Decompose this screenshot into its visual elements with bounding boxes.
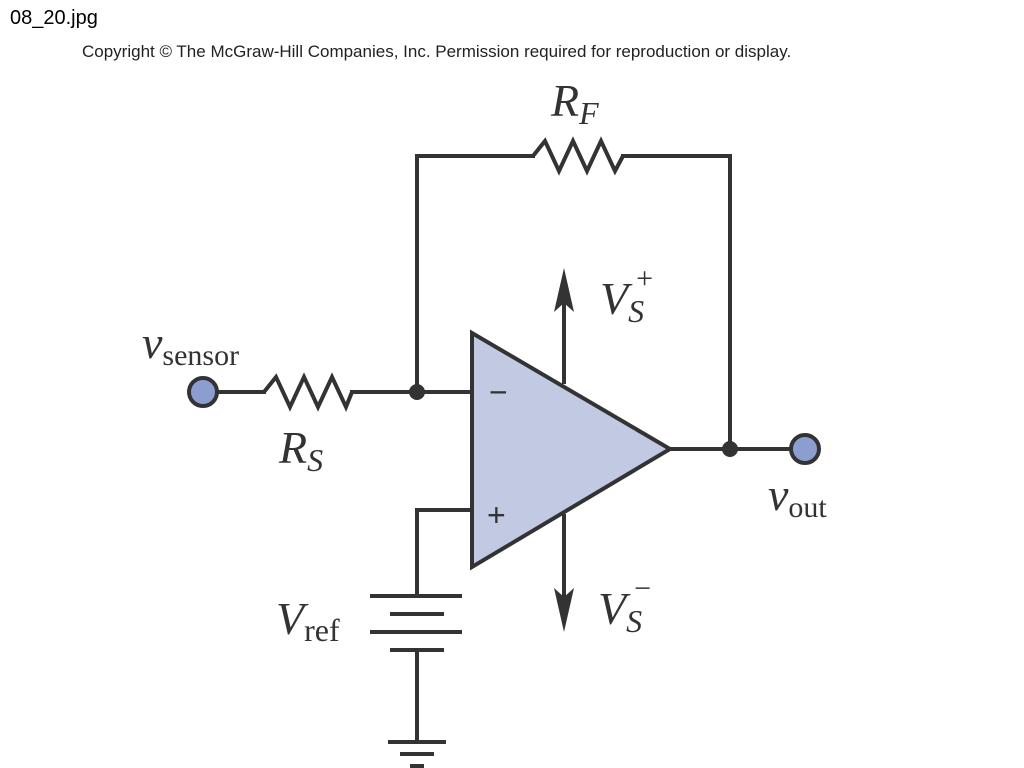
supply-minus-arrow <box>554 588 574 632</box>
inverting-input-sign: − <box>489 374 508 410</box>
wires <box>216 154 792 744</box>
resistor-rf <box>531 136 625 176</box>
noninverting-input-sign: + <box>487 497 506 533</box>
label-vs-minus: VS− <box>598 572 651 639</box>
file-name-title: 08_20.jpg <box>10 7 98 29</box>
terminal-vout <box>789 433 821 465</box>
feedback-wire-left <box>415 154 535 394</box>
ground-symbol <box>388 740 446 768</box>
supply-plus-arrow <box>554 268 574 312</box>
label-rs: RS <box>278 422 323 478</box>
vref-battery <box>370 594 462 652</box>
label-rf: RF <box>550 75 599 131</box>
op-amp-triangle <box>470 329 674 571</box>
label-vs-plus: VS+ <box>600 262 653 329</box>
resistor-rs <box>262 372 354 413</box>
junction-dot-input <box>409 384 425 400</box>
label-vout: vout <box>768 469 827 524</box>
copyright-notice: Copyright © The McGraw-Hill Companies, I… <box>82 42 792 61</box>
label-vref: Vref <box>276 593 340 648</box>
label-vsensor: vsensor <box>142 317 239 372</box>
terminal-vsensor <box>187 376 219 408</box>
junction-dot-output <box>722 441 738 457</box>
noninverting-wire <box>415 508 474 598</box>
feedback-wire-right <box>621 154 732 451</box>
